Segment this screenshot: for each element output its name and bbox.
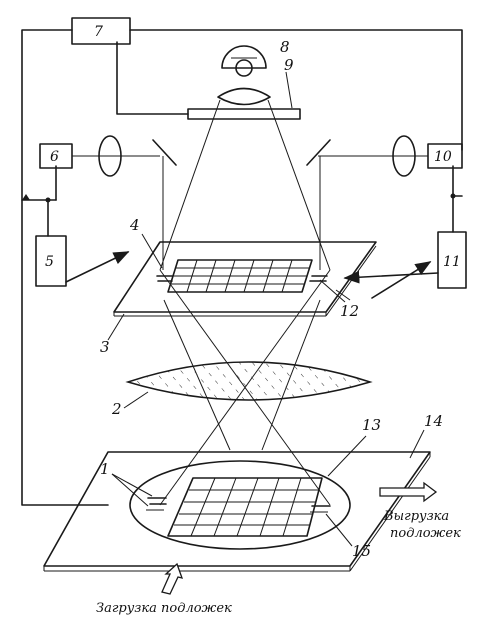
label-15: 15 [352,542,371,560]
arrow-11-in [343,270,439,284]
wafer-mark-15: 15 [310,505,371,560]
label-14: 14 [424,412,443,430]
arrow-11-out [371,261,432,299]
label-13: 13 [362,416,381,434]
left-mirror [152,139,177,166]
objective-lens-2: 2 [111,361,373,418]
wafer-13: 13 [129,416,381,550]
block-5-label: 5 [45,254,54,270]
substrate-stage-14: 14 [43,412,443,572]
unload-caption-line1: Выгрузка [383,509,449,524]
block-10-label: 10 [434,149,452,165]
reticle-plate-3: 3 [100,241,377,356]
block-6: 6 [39,143,73,169]
left-lens [98,135,122,177]
light-beam [159,99,331,271]
label-3: 3 [100,338,110,356]
reticle-grid [167,259,313,293]
wafer-marks-1: 1 [100,460,167,511]
block-11-label: 11 [443,254,461,270]
load-caption: Загрузка подложек [96,601,232,616]
block-7-label: 7 [94,24,103,40]
load-arrow [161,562,184,595]
block-6-label: 6 [50,149,59,165]
label-4: 4 [129,216,140,234]
block-11: 11 [437,231,467,289]
label-2: 2 [111,400,122,418]
label-9: 9 [284,56,294,74]
arrow-5 [65,251,130,283]
label-8: 8 [280,38,290,56]
label-1: 1 [100,460,110,478]
right-mirror [306,139,331,166]
block-5: 5 [35,235,67,287]
block-7: 7 [71,17,131,45]
light-source-8: 8 [221,38,290,77]
unload-caption-line2: подложек [390,526,461,541]
condenser-lens [217,87,271,106]
mask-9: 9 [187,56,301,120]
wafer-grid [167,477,323,537]
label-12: 12 [340,302,359,320]
feedback-wiring [21,29,463,506]
right-lens [392,135,416,177]
unload-arrow [379,481,438,503]
block-10: 10 [427,143,463,169]
